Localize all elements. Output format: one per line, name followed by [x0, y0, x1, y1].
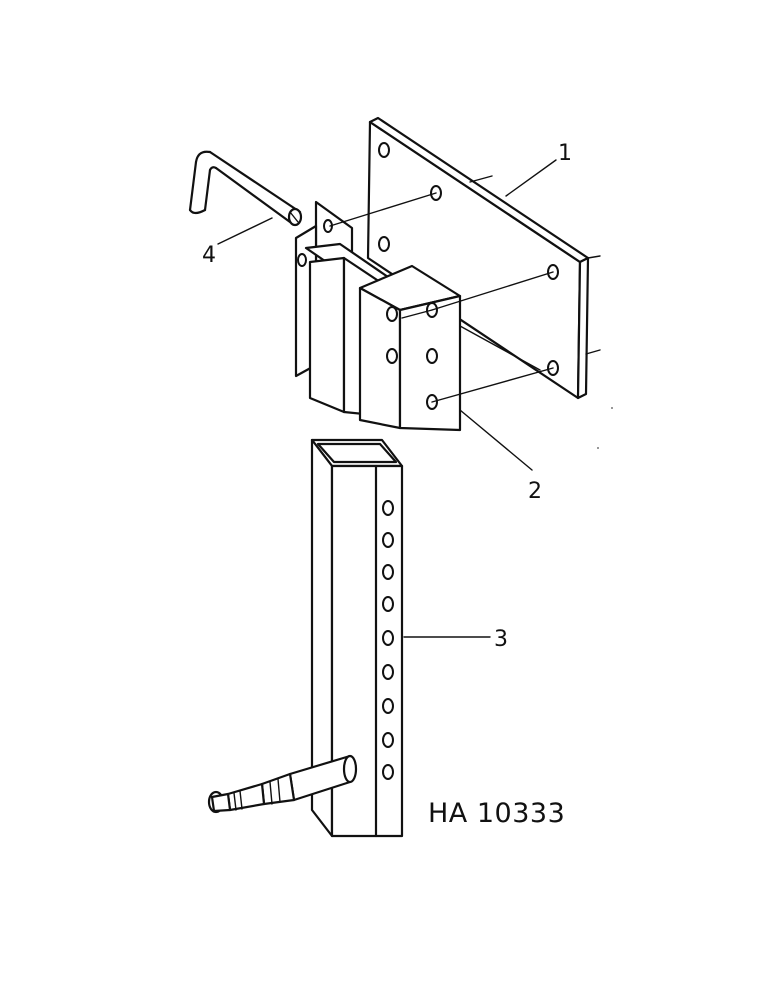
- leader-1: [505, 159, 557, 197]
- drawing-reference: HA 10333: [428, 798, 565, 829]
- speck: [597, 447, 599, 449]
- leader-4: [217, 217, 273, 245]
- spindle-shaft: [207, 754, 358, 814]
- leader-2: [459, 409, 533, 471]
- callout-1: 1: [558, 141, 572, 166]
- tube-holes: [382, 500, 394, 780]
- leader-lines: [217, 159, 557, 638]
- part-4-pin: [188, 150, 303, 227]
- part-1-mounting-plate: [366, 116, 601, 400]
- part-2-bracket: [294, 200, 462, 432]
- speck: [611, 407, 613, 409]
- callout-2: 2: [528, 479, 542, 504]
- callout-4: 4: [202, 243, 216, 268]
- alignment-lines: [329, 192, 554, 403]
- part-3-spindle-tube: [207, 438, 404, 838]
- callout-3: 3: [494, 627, 508, 652]
